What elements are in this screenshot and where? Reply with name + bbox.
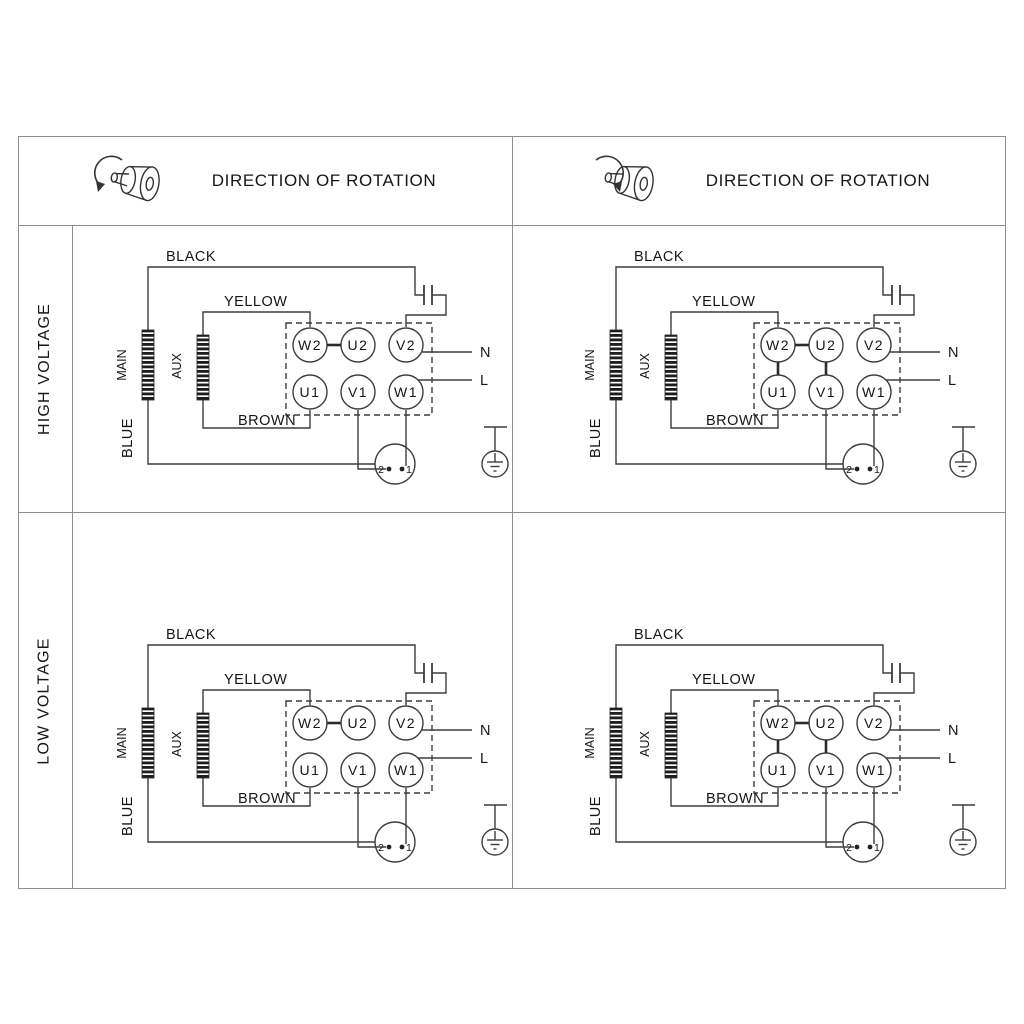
label-column-divider (72, 225, 74, 889)
wiring-diagram-high-voltage-right (582, 248, 977, 485)
row-label-high-voltage: HIGH VOLTAGE (19, 225, 71, 512)
cw-arrow (595, 155, 624, 192)
header-title: DIRECTION OF ROTATION (705, 170, 931, 190)
header-cell-right: DIRECTION OF ROTATION (512, 136, 1006, 225)
header-cell-left: DIRECTION OF ROTATION (18, 136, 512, 225)
column-divider (512, 136, 514, 889)
high-voltage-label: HIGH VOLTAGE (36, 302, 53, 435)
header-title: DIRECTION OF ROTATION (211, 170, 437, 190)
wiring-diagram-high-voltage-left (114, 248, 509, 485)
motor-shaft-rotation-ccw-icon (93, 155, 163, 203)
row-label-low-voltage: LOW VOLTAGE (19, 512, 71, 889)
motor-shaft-rotation-cw-icon (595, 155, 657, 203)
ccw-arrow (93, 155, 123, 192)
wiring-diagram-low-voltage-left (114, 626, 509, 863)
wiring-diagram-low-voltage-right (582, 626, 977, 863)
low-voltage-label: LOW VOLTAGE (36, 636, 54, 765)
